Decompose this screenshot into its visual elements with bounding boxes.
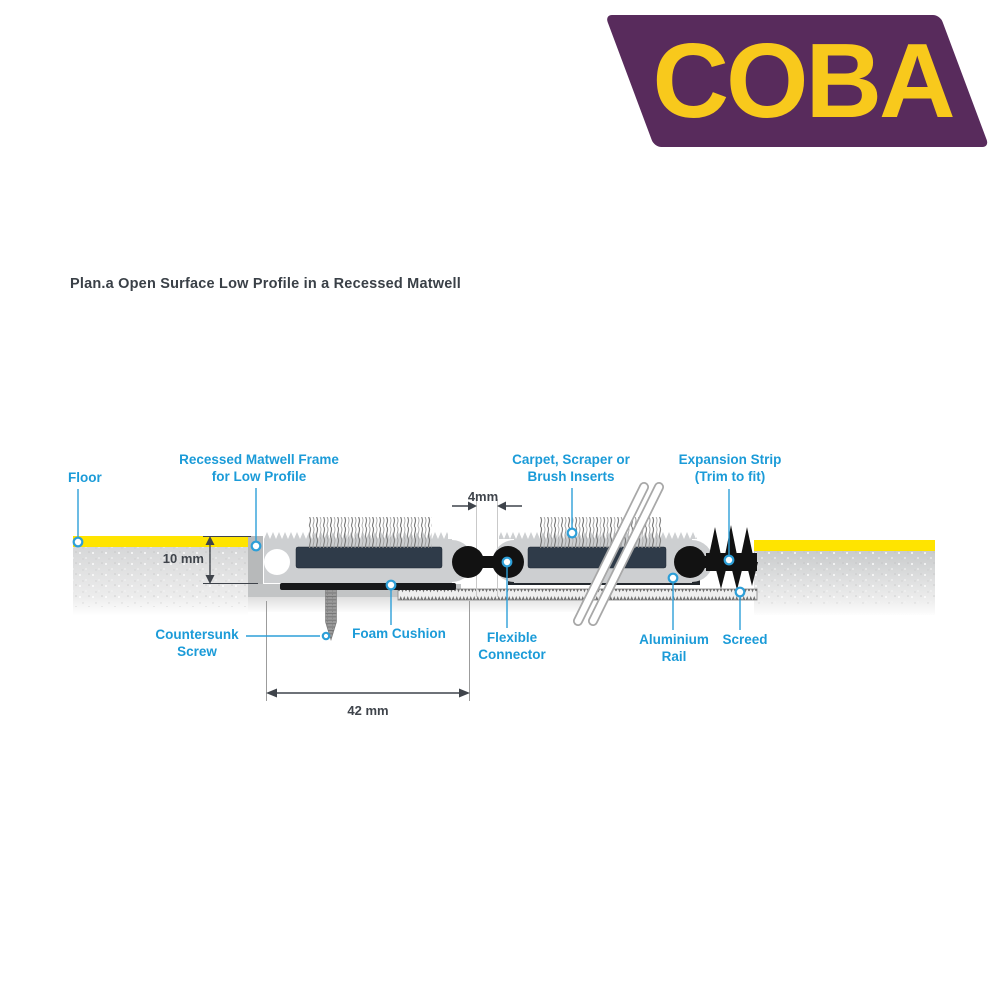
brush-insert-left: [308, 517, 432, 548]
dot-countersunk-screw: [321, 631, 331, 641]
callout-screed: Screed: [722, 632, 768, 647]
expansion-strip: [674, 525, 758, 590]
dim-10mm: [203, 536, 258, 584]
coba-logo: COBA: [605, 15, 990, 147]
floor-left: [73, 536, 248, 615]
coba-logo-text: COBA: [652, 21, 953, 140]
insert-backing-right: [527, 546, 667, 569]
callout-floor: Floor: [68, 470, 102, 485]
callout-inserts: Carpet, Scraper or Brush Inserts: [512, 452, 630, 484]
aluminium-rail-left: [264, 517, 473, 583]
callout-expansion-strip: Expansion Strip (Trim to fit): [678, 452, 782, 484]
floor-right: [754, 540, 935, 615]
dot-expansion-strip: [723, 554, 735, 566]
screed-strip: [397, 588, 758, 601]
dim-42mm: [266, 688, 470, 698]
leader-lines: [77, 488, 741, 637]
dot-screed: [734, 586, 746, 598]
dot-matwell-frame: [250, 540, 262, 552]
page-title: Plan.a Open Surface Low Profile in a Rec…: [70, 276, 461, 292]
callout-aluminium-rail: Aluminium Rail: [639, 632, 709, 664]
dim-4mm: [452, 501, 522, 511]
countersunk-screw: [325, 585, 337, 642]
dim-label-42mm: 42 mm: [347, 703, 389, 718]
dot-foam-cushion: [385, 579, 397, 591]
floor-surface-left: [73, 536, 248, 547]
dot-aluminium-rail: [667, 572, 679, 584]
floor-surface-right: [754, 540, 935, 551]
callout-countersunk-screw: Countersunk Screw: [155, 627, 239, 659]
dot-flexible-connector: [501, 556, 513, 568]
dot-floor: [72, 536, 84, 548]
callout-flexible-connector: Flexible Connector: [478, 630, 546, 662]
callout-foam-cushion: Foam Cushion: [352, 626, 446, 641]
dim-label-10mm: 10 mm: [162, 551, 204, 566]
leader-dots: [72, 527, 746, 641]
break-lines: [573, 482, 664, 626]
callout-matwell-frame: Recessed Matwell Frame for Low Profile: [179, 452, 339, 484]
flexible-connector: [452, 546, 524, 578]
insert-backing-left: [295, 546, 443, 569]
dim-label-4mm: 4mm: [467, 489, 499, 504]
foam-cushion-strip: [280, 583, 456, 590]
rail-fixing-hole: [264, 549, 290, 575]
dot-inserts: [566, 527, 578, 539]
